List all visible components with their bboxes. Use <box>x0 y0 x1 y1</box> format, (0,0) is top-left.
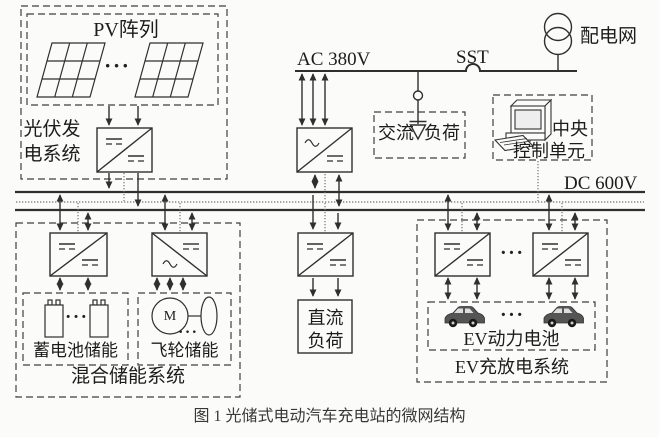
flywheel-storage-label: 飞轮储能 <box>150 341 219 360</box>
ev-system-label: EV充放电系统 <box>455 357 569 377</box>
ac-load-feeder <box>409 72 427 141</box>
ev-battery-box <box>427 301 596 351</box>
battery-converter <box>49 232 108 277</box>
hybrid-system-label: 混合储能系统 <box>70 366 185 387</box>
ev-converter-dots: ··· <box>500 242 525 264</box>
pv-array-label: PV阵列 <box>93 19 159 41</box>
ev-converter-1 <box>434 232 491 277</box>
dc-load-label: 直流负荷 <box>307 308 344 351</box>
flywheel-storage-box <box>137 292 232 366</box>
battery-storage-label: 蓄电池储能 <box>33 341 118 360</box>
dc-load-box <box>297 299 353 354</box>
hybrid-storage-box <box>15 222 241 398</box>
ev-converter-2 <box>532 232 589 277</box>
transformer-icon <box>543 12 573 70</box>
ac-load-label-left: 交流 <box>378 123 414 143</box>
ac-bus-label: AC 380V <box>297 49 371 70</box>
ac-load-label-right: 负荷 <box>424 123 460 143</box>
pv-array-box <box>26 13 219 106</box>
computer-icon <box>493 98 553 152</box>
sst-label: SST <box>456 47 489 68</box>
dc-bus-label: DC 600V <box>564 173 638 194</box>
motor-label: M <box>163 309 177 324</box>
flywheel-dots: ··· <box>178 324 199 341</box>
dc-load-converter <box>297 232 354 277</box>
pv-array-dots: ··· <box>104 53 131 78</box>
ev-system-box <box>416 219 608 383</box>
ac-dc-converter <box>296 127 353 173</box>
pv-system-box <box>20 5 228 180</box>
battery-dots: ··· <box>65 307 89 328</box>
pv-system-label: 光伏发电系统 <box>23 119 81 165</box>
grid-label: 配电网 <box>580 26 638 47</box>
ev-car-dots: ··· <box>500 304 525 326</box>
ccu-label-line2: 控制单元 <box>513 141 585 161</box>
ccu-label-line1: 中央 <box>552 119 588 139</box>
flywheel-converter <box>151 232 208 277</box>
central-control-box <box>492 94 593 161</box>
ev-battery-label: EV动力电池 <box>463 329 560 349</box>
figure-caption: 图 1 光储式电动汽车充电站的微网结构 <box>193 408 466 425</box>
ac-bus-line <box>295 63 577 72</box>
pv-converter <box>96 127 153 173</box>
flywheel-motor-icon <box>151 296 218 336</box>
ac-load-box <box>373 111 466 159</box>
